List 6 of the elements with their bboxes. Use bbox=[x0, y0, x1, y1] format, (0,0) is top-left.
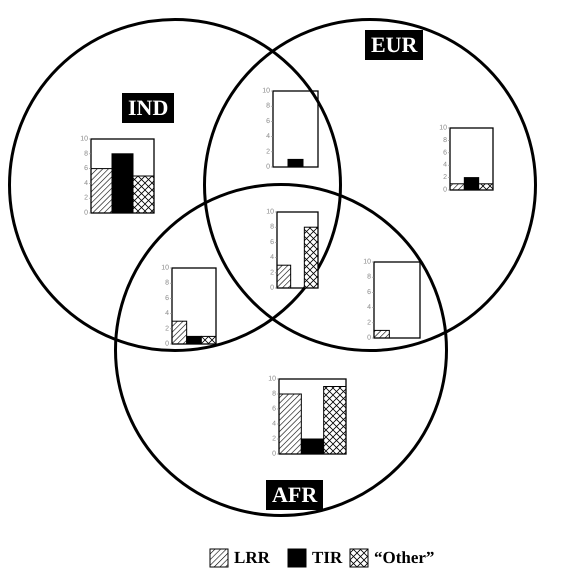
legend-label: TIR bbox=[312, 548, 342, 568]
legend-label: LRR bbox=[234, 548, 270, 568]
legend-label: “Other” bbox=[374, 548, 434, 568]
region-label: EUR bbox=[365, 30, 424, 60]
region-label: IND bbox=[122, 93, 174, 123]
region-label: AFR bbox=[266, 480, 324, 510]
